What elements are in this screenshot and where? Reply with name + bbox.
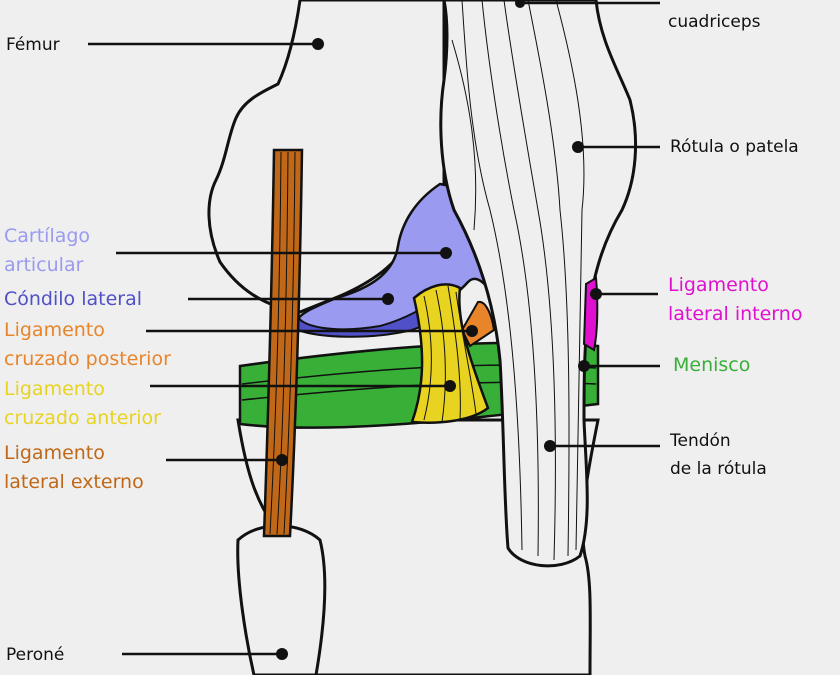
lig-cruzado-anterior-fibers — [423, 285, 477, 423]
label-rotula: Rótula o patela — [670, 137, 799, 157]
label-tendon-cuadriceps: Tendón del cuadriceps — [668, 0, 761, 36]
label-cartilago-line2: articular — [4, 254, 84, 276]
lig-lateral-externo-shape — [262, 148, 304, 538]
label-lig-cruzado-anterior-line2: cruzado anterior — [4, 407, 161, 429]
label-lig-cruzado-anterior: Ligamento cruzado anterior — [4, 375, 161, 433]
label-lig-lateral-externo-line1: Ligamento — [4, 442, 105, 464]
label-cartilago-line1: Cartílago — [4, 225, 91, 247]
label-lig-cruzado-posterior-line2: cruzado posterior — [4, 348, 171, 370]
label-lig-cruzado-posterior-line1: Ligamento — [4, 319, 105, 341]
label-lig-cruzado-anterior-line1: Ligamento — [4, 378, 105, 400]
label-lig-lateral-externo-line2: lateral externo — [4, 471, 144, 493]
label-perone: Peroné — [6, 645, 65, 665]
lig-lateral-externo-fibers — [269, 151, 296, 535]
label-menisco: Menisco — [673, 354, 751, 376]
label-tendon-cuadriceps-line2: cuadriceps — [668, 12, 761, 32]
label-lig-cruzado-posterior: Ligamento cruzado posterior — [4, 316, 171, 374]
label-lig-lateral-interno-line2: lateral interno — [668, 303, 803, 325]
label-tendon-cuadriceps-line1: Tendón del — [668, 0, 761, 8]
label-tendon-rotula-line1: Tendón — [670, 431, 731, 451]
lig-cruzado-anterior-shape — [410, 283, 490, 424]
label-femur: Fémur — [6, 35, 60, 55]
quadriceps-rotula-tendon — [439, 0, 638, 568]
label-lig-lateral-externo: Ligamento lateral externo — [4, 439, 144, 497]
lig-cruzado-posterior-shape — [460, 300, 496, 348]
label-lig-lateral-interno: Ligamento lateral interno — [668, 271, 802, 329]
label-condilo: Cóndilo lateral — [4, 288, 143, 310]
label-tendon-rotula-line2: de la rótula — [670, 459, 767, 479]
leader-dots — [276, 0, 602, 660]
leader-lines — [88, 1, 660, 656]
label-lig-lateral-interno-line1: Ligamento — [668, 274, 769, 296]
label-tendon-rotula: Tendón de la rótula — [670, 427, 767, 483]
label-cartilago: Cartílago articular — [4, 222, 90, 280]
